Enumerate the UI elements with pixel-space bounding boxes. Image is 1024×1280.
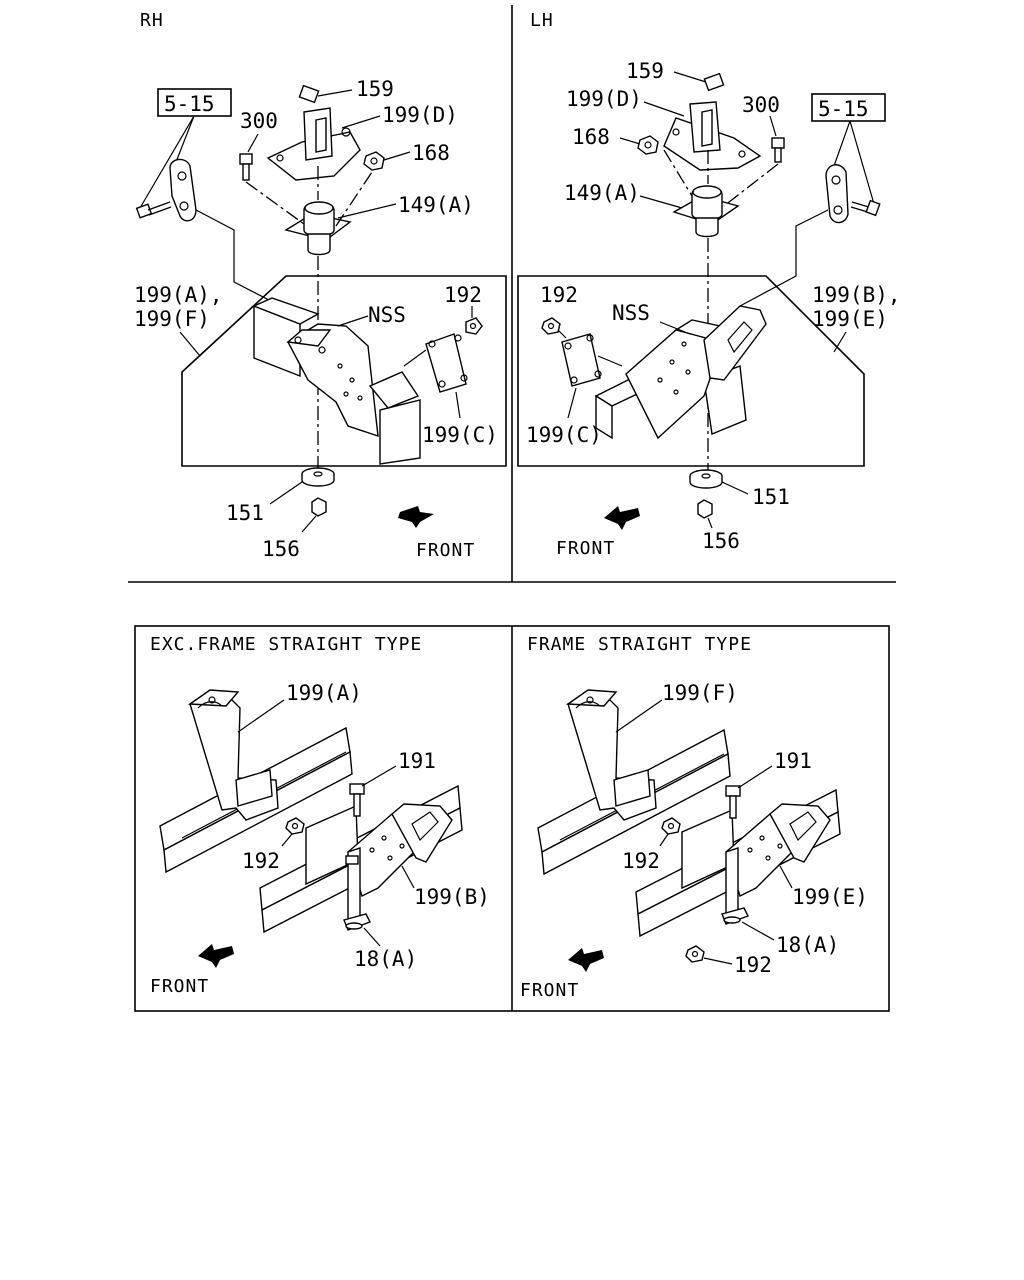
rh-mount-149a	[284, 201, 352, 256]
lh-clip-159	[703, 72, 725, 92]
straight-nut-192-upper	[661, 817, 681, 835]
rh-front-label: FRONT	[416, 540, 475, 561]
straight-nut-192-lower	[685, 945, 705, 963]
rh-plate-199c	[425, 333, 468, 393]
rh-label-nss[interactable]: NSS	[368, 303, 406, 327]
straight-label-191[interactable]: 191	[774, 749, 812, 773]
lh-label-159[interactable]: 159	[626, 59, 664, 83]
rh-panel: RH 5-15 159 199(D)	[134, 10, 507, 561]
lh-label-151[interactable]: 151	[752, 485, 790, 509]
rh-label-168[interactable]: 168	[412, 141, 450, 165]
lh-ref-5-15[interactable]: 5-15	[818, 97, 869, 121]
straight-label-192-upper[interactable]: 192	[622, 849, 660, 873]
rh-bracket-nss	[286, 323, 420, 438]
straight-front-label: FRONT	[520, 980, 579, 1001]
lh-panel: LH 159 199(D) 300 5-15	[517, 10, 901, 559]
lh-nut-156	[697, 499, 713, 519]
lh-label-199b[interactable]: 199(B),	[812, 283, 901, 307]
rh-nut-192	[465, 317, 483, 335]
rh-arm-bracket	[169, 158, 197, 222]
rh-bolt-300	[239, 153, 253, 181]
exc-label-18a[interactable]: 18(A)	[354, 947, 417, 971]
lh-label-192[interactable]: 192	[540, 283, 578, 307]
exc-label-191[interactable]: 191	[398, 749, 436, 773]
exc-label-199b[interactable]: 199(B)	[414, 885, 490, 909]
straight-part-18a	[721, 907, 749, 925]
rh-clip-159	[298, 84, 320, 104]
straight-panel-title: FRAME STRAIGHT TYPE	[527, 634, 752, 655]
lh-mount-149a	[672, 185, 740, 238]
rh-label-199f[interactable]: 199(F)	[134, 307, 210, 331]
straight-bracket-199f	[565, 689, 657, 821]
straight-label-199e[interactable]: 199(E)	[792, 885, 868, 909]
lh-washer-151	[689, 469, 723, 489]
lh-bolt-5-15	[850, 199, 881, 217]
rh-washer-151	[301, 467, 335, 487]
lh-plate-199c	[561, 333, 602, 387]
rh-frame-outline	[181, 275, 507, 467]
rh-nut-156	[311, 497, 327, 517]
lh-title: LH	[530, 10, 554, 31]
rh-label-192[interactable]: 192	[444, 283, 482, 307]
exc-front-arrow-icon	[198, 944, 234, 968]
rh-label-159[interactable]: 159	[356, 77, 394, 101]
exc-label-199a[interactable]: 199(A)	[286, 681, 362, 705]
lh-front-arrow-icon	[604, 506, 640, 530]
lh-label-199d[interactable]: 199(D)	[566, 87, 642, 111]
straight-bolt-191	[725, 785, 741, 819]
lh-bracket-199d	[663, 101, 762, 171]
lh-bolt-300	[771, 137, 785, 163]
exc-bracket-199b	[345, 803, 453, 927]
rh-front-arrow-icon	[398, 506, 434, 528]
straight-front-arrow-icon	[568, 948, 604, 972]
lh-label-149a[interactable]: 149(A)	[564, 181, 640, 205]
rh-bolt-5-15	[135, 201, 172, 219]
rh-label-199a[interactable]: 199(A),	[134, 283, 223, 307]
rh-ref-5-15[interactable]: 5-15	[164, 92, 215, 116]
exc-nut-192	[285, 817, 305, 835]
lh-nut-192	[541, 317, 561, 335]
exc-front-label: FRONT	[150, 976, 209, 997]
lh-ref-box	[811, 93, 886, 122]
exc-part-18a	[343, 913, 371, 931]
lh-label-156[interactable]: 156	[702, 529, 740, 553]
straight-frame-panel: FRAME STRAIGHT TYPE 199(F) 19	[520, 634, 868, 1001]
straight-label-199f[interactable]: 199(F)	[662, 681, 738, 705]
rh-label-199c[interactable]: 199(C)	[422, 423, 498, 447]
exc-frame-panel: EXC.FRAME STRAIGHT TYPE 199(A)	[150, 634, 490, 997]
lh-front-label: FRONT	[556, 538, 615, 559]
exc-label-192[interactable]: 192	[242, 849, 280, 873]
lh-nut-168	[637, 135, 659, 155]
rh-frame-rail	[252, 297, 421, 465]
rh-nut-168	[363, 151, 385, 171]
exc-bracket-199a	[187, 689, 279, 821]
rh-label-149a[interactable]: 149(A)	[398, 193, 474, 217]
rh-bracket-199d	[266, 107, 361, 181]
lh-label-168[interactable]: 168	[572, 125, 610, 149]
rh-label-199d[interactable]: 199(D)	[382, 103, 458, 127]
straight-bracket-199e	[725, 803, 831, 921]
rh-label-156[interactable]: 156	[262, 537, 300, 561]
rh-label-151[interactable]: 151	[226, 501, 264, 525]
lh-label-nss[interactable]: NSS	[612, 301, 650, 325]
lh-bracket-nss	[625, 305, 767, 440]
rh-label-300[interactable]: 300	[240, 109, 278, 133]
exc-panel-title: EXC.FRAME STRAIGHT TYPE	[150, 634, 422, 655]
lh-label-199e[interactable]: 199(E)	[812, 307, 888, 331]
straight-label-18a[interactable]: 18(A)	[776, 933, 839, 957]
rh-title: RH	[140, 10, 164, 31]
lh-label-300[interactable]: 300	[742, 93, 780, 117]
straight-label-192-lower[interactable]: 192	[734, 953, 772, 977]
rh-ref-box	[157, 88, 232, 117]
exc-bolt-191	[349, 783, 365, 817]
lh-label-199c[interactable]: 199(C)	[526, 423, 602, 447]
lh-frame-outline	[517, 275, 865, 467]
